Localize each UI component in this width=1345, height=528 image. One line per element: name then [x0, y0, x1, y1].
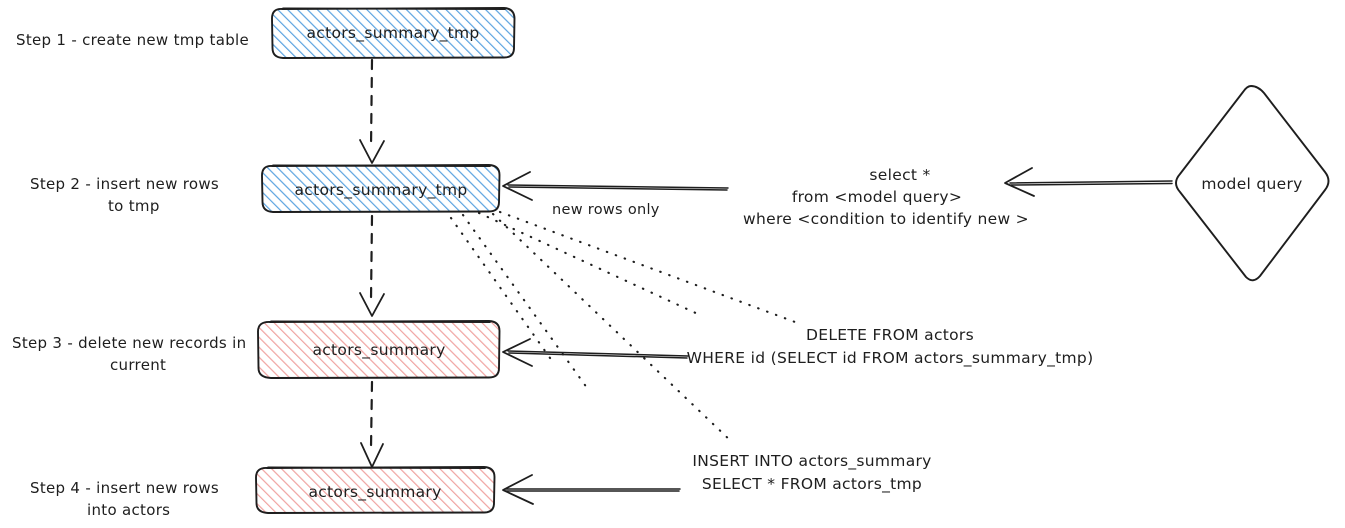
step-2-group: Step 2 - insert new rows to tmp actors_s…: [30, 164, 501, 215]
dotted-line-aux-2: [461, 213, 592, 394]
node-label: actors_summary: [308, 483, 441, 502]
step-1-group: Step 1 - create new tmp table actors_sum…: [16, 7, 516, 59]
insert-sql-line-2: SELECT * FROM actors_tmp: [702, 475, 922, 494]
node-outline: [261, 164, 501, 213]
dotted-line-aux-3: [449, 216, 557, 367]
delete-sql-line-1: DELETE FROM actors: [806, 326, 974, 344]
dotted-line-to-insert-sql: [491, 212, 735, 445]
node-model-query[interactable]: model query: [1175, 85, 1330, 282]
node-fill: [258, 321, 500, 378]
node-fill: [256, 467, 495, 513]
step-3-label-line2: current: [110, 356, 166, 374]
edge-node1-to-node2: [359, 58, 385, 164]
delete-sql-line-2: WHERE id (SELECT id FROM actors_summary_…: [687, 349, 1094, 368]
insert-sql-line-1: INSERT INTO actors_summary: [692, 452, 931, 471]
step-3-group: Step 3 - delete new records in current a…: [12, 320, 501, 379]
node-label: actors_summary_tmp: [294, 181, 467, 200]
model-query-sql-block: select * from <model query> where <condi…: [743, 166, 1029, 228]
dotted-line-to-delete-sql: [498, 210, 797, 324]
node-fill: [262, 165, 500, 212]
diamond-outline: [1175, 85, 1330, 282]
model-query-sql-line-1: select *: [869, 166, 930, 184]
dotted-line-aux-1: [477, 211, 702, 317]
node-label: model query: [1201, 175, 1302, 193]
node-label: actors_summary: [312, 341, 445, 360]
node-actors-summary-tmp-1[interactable]: actors_summary_tmp: [271, 7, 516, 59]
dotted-reference-lines: [449, 210, 797, 445]
node-actors-summary-4[interactable]: actors_summary: [255, 466, 496, 514]
step-2-label-line2: to tmp: [108, 197, 160, 215]
edge-new-rows-only: new rows only: [502, 171, 729, 218]
insert-sql-block: INSERT INTO actors_summary SELECT * FROM…: [692, 452, 931, 494]
node-label: actors_summary_tmp: [306, 24, 479, 43]
node-outline: [255, 466, 496, 514]
edge-delete-sql-to-node3: [502, 338, 689, 367]
step-2-label-line1: Step 2 - insert new rows: [30, 175, 219, 193]
edge-node3-to-node4: [360, 380, 384, 468]
step-4-group: Step 4 - insert new rows into actors act…: [30, 466, 496, 519]
edge-insert-sql-to-node4: [502, 474, 681, 505]
node-actors-summary-3[interactable]: actors_summary: [257, 320, 501, 379]
node-actors-summary-tmp-2[interactable]: actors_summary_tmp: [261, 164, 501, 213]
node-outline: [257, 320, 501, 379]
step-1-label: Step 1 - create new tmp table: [16, 31, 249, 49]
edge-label-new-rows-only: new rows only: [552, 202, 660, 218]
step-3-label-line1: Step 3 - delete new records in: [12, 334, 246, 352]
node-fill: [272, 8, 515, 58]
model-query-sql-line-3: where <condition to identify new >: [743, 210, 1029, 228]
edge-node2-to-node3: [359, 214, 385, 317]
delete-sql-block: DELETE FROM actors WHERE id (SELECT id F…: [687, 326, 1094, 368]
step-4-label-line2: into actors: [87, 501, 170, 519]
step-4-label-line1: Step 4 - insert new rows: [30, 479, 219, 497]
edge-model-query-to-sql: [1004, 167, 1173, 197]
model-query-sql-line-2: from <model query>: [792, 188, 962, 206]
node-outline: [271, 7, 516, 59]
